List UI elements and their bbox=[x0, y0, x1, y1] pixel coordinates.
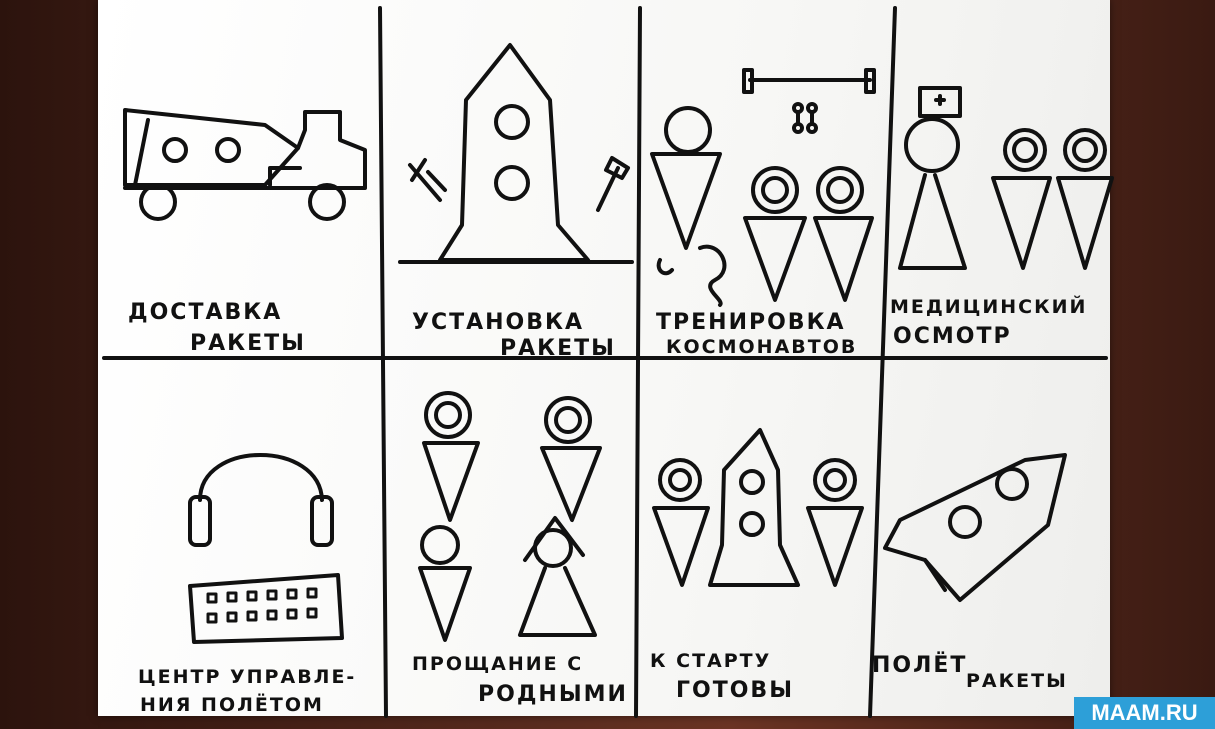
caption-line1: МЕДИЦИНСКИЙ bbox=[890, 296, 1088, 318]
caption-line2: ОСМОТР bbox=[893, 324, 1012, 349]
site-logo[interactable]: MAAM.RU bbox=[1074, 697, 1215, 729]
caption-line2: ГОТОВЫ bbox=[676, 678, 794, 703]
caption-line2: КОСМОНАВТОВ bbox=[666, 336, 858, 358]
caption-line1: ДОСТАВКА bbox=[128, 300, 283, 325]
headphones-and-keyboard-icon bbox=[188, 453, 344, 644]
caption-line1: ЦЕНТР УПРАВЛЕ- bbox=[138, 666, 357, 688]
family-farewell-icon bbox=[418, 391, 602, 642]
caption-line1: ПОЛЁТ bbox=[872, 653, 968, 678]
cosmonaut-training-icon bbox=[650, 68, 876, 307]
grid-lines bbox=[102, 6, 1108, 718]
truck-with-rocket-icon bbox=[123, 108, 367, 221]
caption-line2: НИЯ ПОЛЁТОМ bbox=[140, 694, 324, 716]
flying-rocket-icon bbox=[883, 453, 1067, 602]
caption-line2: РАКЕТЫ bbox=[500, 336, 616, 361]
caption-line1: К СТАРТУ bbox=[650, 650, 772, 672]
caption-line1: ТРЕНИРОВКА bbox=[656, 310, 846, 335]
rocket-on-launchpad-icon bbox=[398, 43, 634, 264]
medical-check-icon bbox=[898, 86, 1114, 270]
caption-line1: УСТАНОВКА bbox=[412, 310, 585, 335]
crew-near-rocket-icon bbox=[652, 428, 864, 587]
caption-line2: РАКЕТЫ bbox=[966, 670, 1068, 692]
caption-line1: ПРОЩАНИЕ С bbox=[412, 653, 584, 675]
caption-line2: РОДНЫМИ bbox=[478, 682, 628, 707]
caption-line2: РАКЕТЫ bbox=[190, 331, 306, 356]
